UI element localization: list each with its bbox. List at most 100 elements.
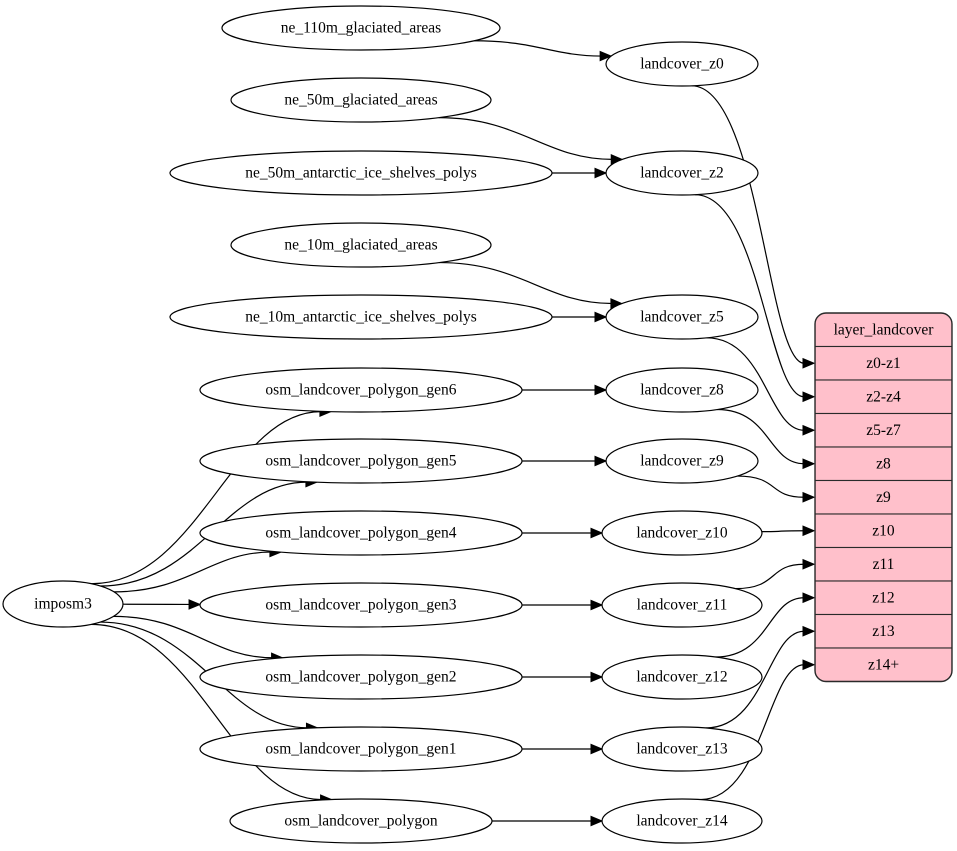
node-label: ne_50m_glaciated_areas xyxy=(284,92,437,109)
node-ellipse-landcover xyxy=(605,438,759,484)
edge-arrowhead xyxy=(802,357,816,369)
node-ellipse-landcover xyxy=(605,41,759,87)
edge-arrowhead xyxy=(590,743,604,755)
node-ellipse-osm xyxy=(199,367,523,413)
edge-arrowhead xyxy=(590,671,604,683)
edge-arrowhead xyxy=(802,491,816,503)
table-cell-background xyxy=(815,345,952,381)
table-row-z0-z1[interactable]: z0-z1 xyxy=(815,345,952,381)
graph-edge xyxy=(113,615,273,659)
table-row-z14+[interactable]: z14+ xyxy=(815,647,952,682)
node-ne_10m_glaciated_areas[interactable]: ne_10m_glaciated_areas xyxy=(230,222,492,268)
node-landcover_z5[interactable]: landcover_z5 xyxy=(605,294,759,340)
node-landcover_z0[interactable]: landcover_z0 xyxy=(605,41,759,87)
node-osm_landcover_polygon_gen6[interactable]: osm_landcover_polygon_gen6 xyxy=(199,367,523,413)
node-landcover_z10[interactable]: landcover_z10 xyxy=(601,510,763,556)
node-label: landcover_z13 xyxy=(636,741,727,758)
node-ellipse-natural-earth xyxy=(221,5,501,51)
node-landcover_z11[interactable]: landcover_z11 xyxy=(601,582,763,628)
table-title: layer_landcover xyxy=(834,321,935,338)
table-cell-label: z5-z7 xyxy=(866,422,901,439)
table-cell-label: z0-z1 xyxy=(866,355,900,372)
edge-arrowhead xyxy=(590,599,604,611)
node-label: landcover_z2 xyxy=(640,165,724,182)
graph-edge xyxy=(694,194,805,398)
node-osm_landcover_polygon_gen3[interactable]: osm_landcover_polygon_gen3 xyxy=(199,582,523,628)
graph-edge xyxy=(439,261,612,305)
table-row-z11[interactable]: z11 xyxy=(815,546,952,582)
table-cell-label: z2-z4 xyxy=(866,388,901,405)
layer-landcover-table: layer_landcover z0-z1 z2-z4 z5-z7 z8 z9 z10z11… xyxy=(814,312,953,683)
graph-edge xyxy=(706,337,805,431)
node-layer: imposm3 ne_110m_glaciated_areas ne_50m_gla… xyxy=(2,5,763,844)
table-row-z13[interactable]: z13 xyxy=(815,613,952,649)
graph-edge xyxy=(113,551,271,593)
node-label: landcover_z12 xyxy=(636,669,727,686)
node-label: landcover_z0 xyxy=(640,56,724,73)
node-imposm3[interactable]: imposm3 xyxy=(2,580,124,628)
table-row-z9[interactable]: z9 xyxy=(815,479,952,515)
node-ne_50m_glaciated_areas[interactable]: ne_50m_glaciated_areas xyxy=(230,77,492,123)
edge-arrowhead xyxy=(594,167,608,179)
node-ne_110m_glaciated_areas[interactable]: ne_110m_glaciated_areas xyxy=(221,5,501,51)
node-osm_landcover_polygon_gen2[interactable]: osm_landcover_polygon_gen2 xyxy=(199,654,523,700)
node-osm_landcover_polygon_gen1[interactable]: osm_landcover_polygon_gen1 xyxy=(199,726,523,772)
node-landcover_z8[interactable]: landcover_z8 xyxy=(605,367,759,413)
node-ellipse-landcover xyxy=(601,726,763,772)
graph-edge xyxy=(700,664,805,801)
node-ellipse-natural-earth xyxy=(230,222,492,268)
table-header-row[interactable]: layer_landcover xyxy=(815,313,952,348)
node-label: landcover_z8 xyxy=(640,382,724,399)
node-label: ne_10m_glaciated_areas xyxy=(284,237,437,254)
node-label: ne_50m_antarctic_ice_shelves_polys xyxy=(245,165,477,182)
node-label: osm_landcover_polygon_gen3 xyxy=(265,597,456,614)
edge-arrowhead xyxy=(802,424,816,436)
table-row-z2-z4[interactable]: z2-z4 xyxy=(815,379,952,415)
edge-arrowhead xyxy=(802,391,816,403)
node-landcover_z12[interactable]: landcover_z12 xyxy=(601,654,763,700)
table-row-z12[interactable]: z12 xyxy=(815,580,952,616)
table-cell-background xyxy=(815,513,952,549)
node-label: osm_landcover_polygon xyxy=(284,813,438,830)
node-osm_landcover_polygon_gen5[interactable]: osm_landcover_polygon_gen5 xyxy=(199,438,523,484)
node-label: osm_landcover_polygon_gen1 xyxy=(265,741,456,758)
node-ne_50m_antarctic_ice_shelves_polys[interactable]: ne_50m_antarctic_ice_shelves_polys xyxy=(169,150,553,196)
node-landcover_z9[interactable]: landcover_z9 xyxy=(605,438,759,484)
table-cell-background xyxy=(815,647,952,682)
edge-arrowhead xyxy=(802,625,816,637)
table-cell-label: z13 xyxy=(872,623,895,640)
graph-edge xyxy=(715,597,805,658)
node-osm_landcover_polygon_gen4[interactable]: osm_landcover_polygon_gen4 xyxy=(199,510,523,556)
node-label: landcover_z14 xyxy=(636,813,727,830)
node-ellipse-landcover xyxy=(605,294,759,340)
node-label: landcover_z5 xyxy=(640,309,724,326)
node-ellipse-natural-earth xyxy=(169,150,553,196)
node-landcover_z2[interactable]: landcover_z2 xyxy=(605,150,759,196)
node-ellipse-osm xyxy=(199,726,523,772)
node-ellipse-landcover xyxy=(601,510,763,556)
table-cell-background xyxy=(815,313,952,348)
graph-edge xyxy=(438,117,613,161)
node-ne_10m_antarctic_ice_shelves_polys[interactable]: ne_10m_antarctic_ice_shelves_polys xyxy=(169,294,553,340)
node-landcover_z13[interactable]: landcover_z13 xyxy=(601,726,763,772)
table-row-z8[interactable]: z8 xyxy=(815,446,952,482)
table-cell-label: z12 xyxy=(872,589,894,606)
node-osm_landcover_polygon[interactable]: osm_landcover_polygon xyxy=(229,798,493,844)
table-cell-background xyxy=(815,580,952,616)
node-label: imposm3 xyxy=(34,596,92,613)
table-cell-label: z8 xyxy=(876,455,891,472)
graph-edge xyxy=(761,530,805,533)
edge-arrowhead xyxy=(802,558,816,570)
table-row-z10[interactable]: z10 xyxy=(815,513,952,549)
node-ellipse-natural-earth xyxy=(230,77,492,123)
table-outer-border xyxy=(814,312,953,683)
table-row-z5-z7[interactable]: z5-z7 xyxy=(815,412,952,448)
table-cell-label: z9 xyxy=(876,489,891,506)
node-ellipse-osm xyxy=(199,654,523,700)
node-label: osm_landcover_polygon_gen5 xyxy=(265,453,456,470)
edge-arrowhead xyxy=(802,525,816,537)
node-landcover_z14[interactable]: landcover_z14 xyxy=(601,798,763,844)
graph-edge xyxy=(691,85,805,364)
edge-arrowhead xyxy=(590,815,604,827)
node-ellipse-source xyxy=(2,580,124,628)
